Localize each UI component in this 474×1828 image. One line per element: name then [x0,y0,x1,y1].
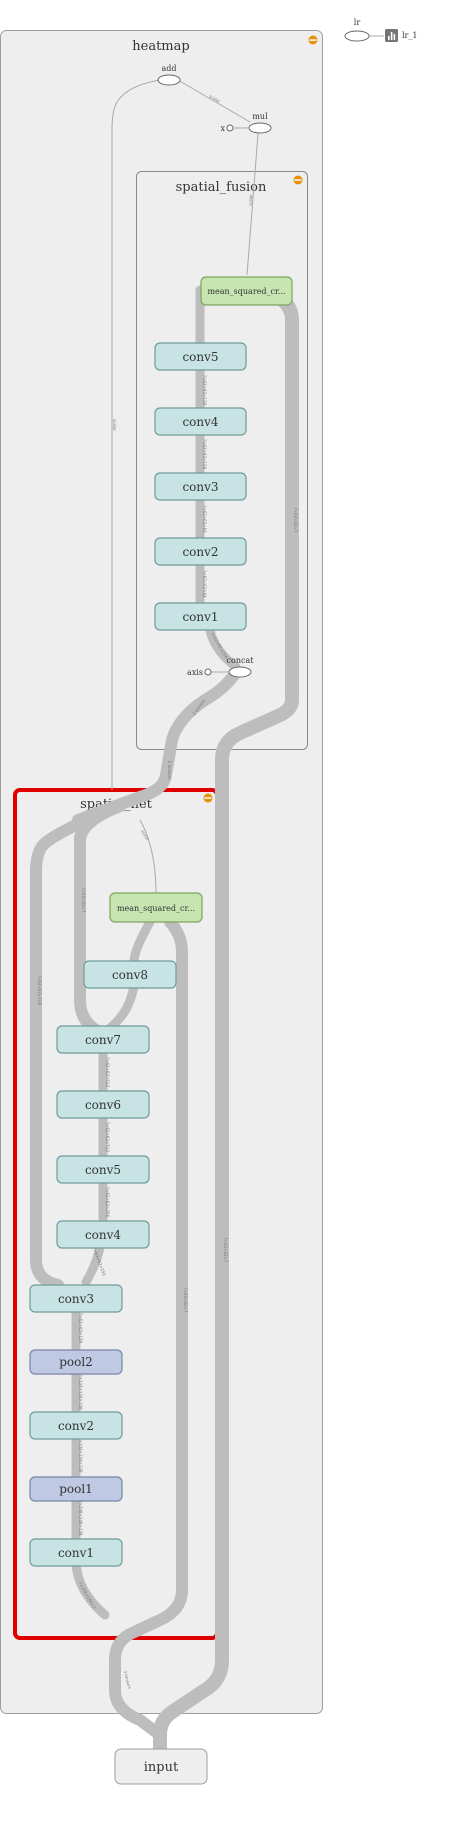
node-net-conv4[interactable]: conv4 [56,1220,150,1249]
node-net-conv5-label: conv5 [85,1163,121,1177]
edge-label: ?×62×62×128 [37,975,42,1005]
add-node[interactable] [157,74,181,86]
edge-label: ?×62×62×512 [105,1122,110,1152]
edge-mul-fusionloss [246,133,259,276]
node-net-conv5[interactable]: conv5 [56,1155,150,1184]
edge-fusion-c1-concat [205,625,241,672]
edge-label: scalar [112,419,117,431]
node-fusion-loss-label: mean_squared_cr... [207,287,285,296]
node-net-pool2-label: pool2 [59,1355,93,1369]
mul-label: mul [252,112,268,121]
edge-label: ?×62×62×128 [78,1313,83,1343]
axis-const-node[interactable] [204,668,212,676]
group-spatial-fusion-title: spatial_fusion [176,180,267,195]
node-fusion-conv1-label: conv1 [182,610,218,624]
bar-chart-icon[interactable] [385,29,398,42]
edge-label: ?×248×248×128 [78,1500,83,1536]
node-fusion-conv5[interactable]: conv5 [154,342,247,371]
node-net-conv3-label: conv3 [58,1292,94,1306]
node-fusion-loss[interactable]: mean_squared_cr... [200,276,293,306]
edge-net-loss-conv8 [129,917,155,967]
node-input[interactable]: input [114,1748,208,1785]
node-net-conv8-label: conv8 [112,968,148,982]
edge-label: ?×62×62×128 [202,439,207,469]
node-fusion-conv5-label: conv5 [182,350,218,364]
node-net-conv7-label: conv7 [85,1033,121,1047]
node-net-conv6-label: conv6 [85,1098,121,1112]
node-net-pool1[interactable]: pool1 [29,1476,123,1502]
lr-node[interactable] [344,30,370,42]
node-net-loss-label: mean_squared_cr... [117,904,195,913]
node-net-loss[interactable]: mean_squared_cr... [109,892,203,923]
axis-const-label: axis [187,668,203,677]
node-fusion-conv2[interactable]: conv2 [154,537,247,566]
group-heatmap-title: heatmap [132,39,189,54]
edge-outer-right [153,283,299,1757]
node-fusion-conv4-label: conv4 [182,415,218,429]
node-net-conv2-label: conv2 [58,1419,94,1433]
edge-add-down [111,79,161,790]
edge-add-mul [177,79,251,123]
edge-label: scalar [140,829,150,842]
x-const-label: x [220,124,225,133]
edge-label: ?×124×124×128 [78,1374,83,1410]
node-net-conv2[interactable]: conv2 [29,1411,123,1440]
edge-net-right [109,916,188,1741]
node-net-pool1-label: pool1 [59,1482,93,1496]
edge-label: ?×62×62×64 [202,570,207,598]
x-const-node[interactable] [226,124,234,132]
lr-summary-label: lr_1 [402,31,417,40]
heatmap-expand-icon[interactable] [308,35,318,45]
edge-net-conv8-conv7 [105,980,139,1033]
node-net-conv7[interactable]: conv7 [56,1025,150,1054]
edge-label: ?×62×62×7 [183,1288,188,1313]
edge-net-mid [74,800,126,1036]
node-input-label: input [144,1760,179,1775]
mul-node[interactable] [248,122,272,134]
node-net-conv1[interactable]: conv1 [29,1538,123,1567]
edge-label: ?×62×62×7 [223,1238,228,1263]
node-fusion-conv1[interactable]: conv1 [154,602,247,631]
node-net-conv8[interactable]: conv8 [83,960,177,989]
edge-label: ?×62×62×256 [105,1187,110,1217]
edge-label: ?×62×62×7 [293,508,298,533]
spatial-fusion-expand-icon[interactable] [293,175,303,185]
edge-label: ?×62×62×128 [202,375,207,405]
edge-label: ?×62×62×7 [81,888,86,913]
edge-label: ?×62×62×512 [105,1057,110,1087]
node-fusion-conv2-label: conv2 [182,545,218,559]
add-label: add [161,64,176,73]
node-net-conv4-label: conv4 [85,1228,121,1242]
node-net-conv3[interactable]: conv3 [29,1284,123,1313]
edge-net-left [30,800,126,1291]
group-spatial-fusion[interactable] [136,171,308,750]
node-fusion-conv3-label: conv3 [182,480,218,494]
edge-label: 2 tensors [167,761,172,780]
lr-label: lr [354,18,361,27]
edge-label: ?×124×124×128 [78,1437,83,1473]
edge-label: scalar [208,94,221,104]
concat-node[interactable] [228,666,252,678]
node-fusion-conv3[interactable]: conv3 [154,472,247,501]
edge-label: 3 tensors [123,1670,133,1689]
node-net-conv6[interactable]: conv6 [56,1090,150,1119]
edge-netloss-top [139,819,157,895]
edge-label: ?×62×62×64 [202,505,207,533]
node-fusion-conv4[interactable]: conv4 [154,407,247,436]
concat-label: concat [227,656,255,665]
node-net-conv1-label: conv1 [58,1546,94,1560]
edge-label: scalar [248,193,254,206]
node-net-pool2[interactable]: pool2 [29,1349,123,1375]
spatial-net-expand-icon[interactable] [203,793,213,803]
